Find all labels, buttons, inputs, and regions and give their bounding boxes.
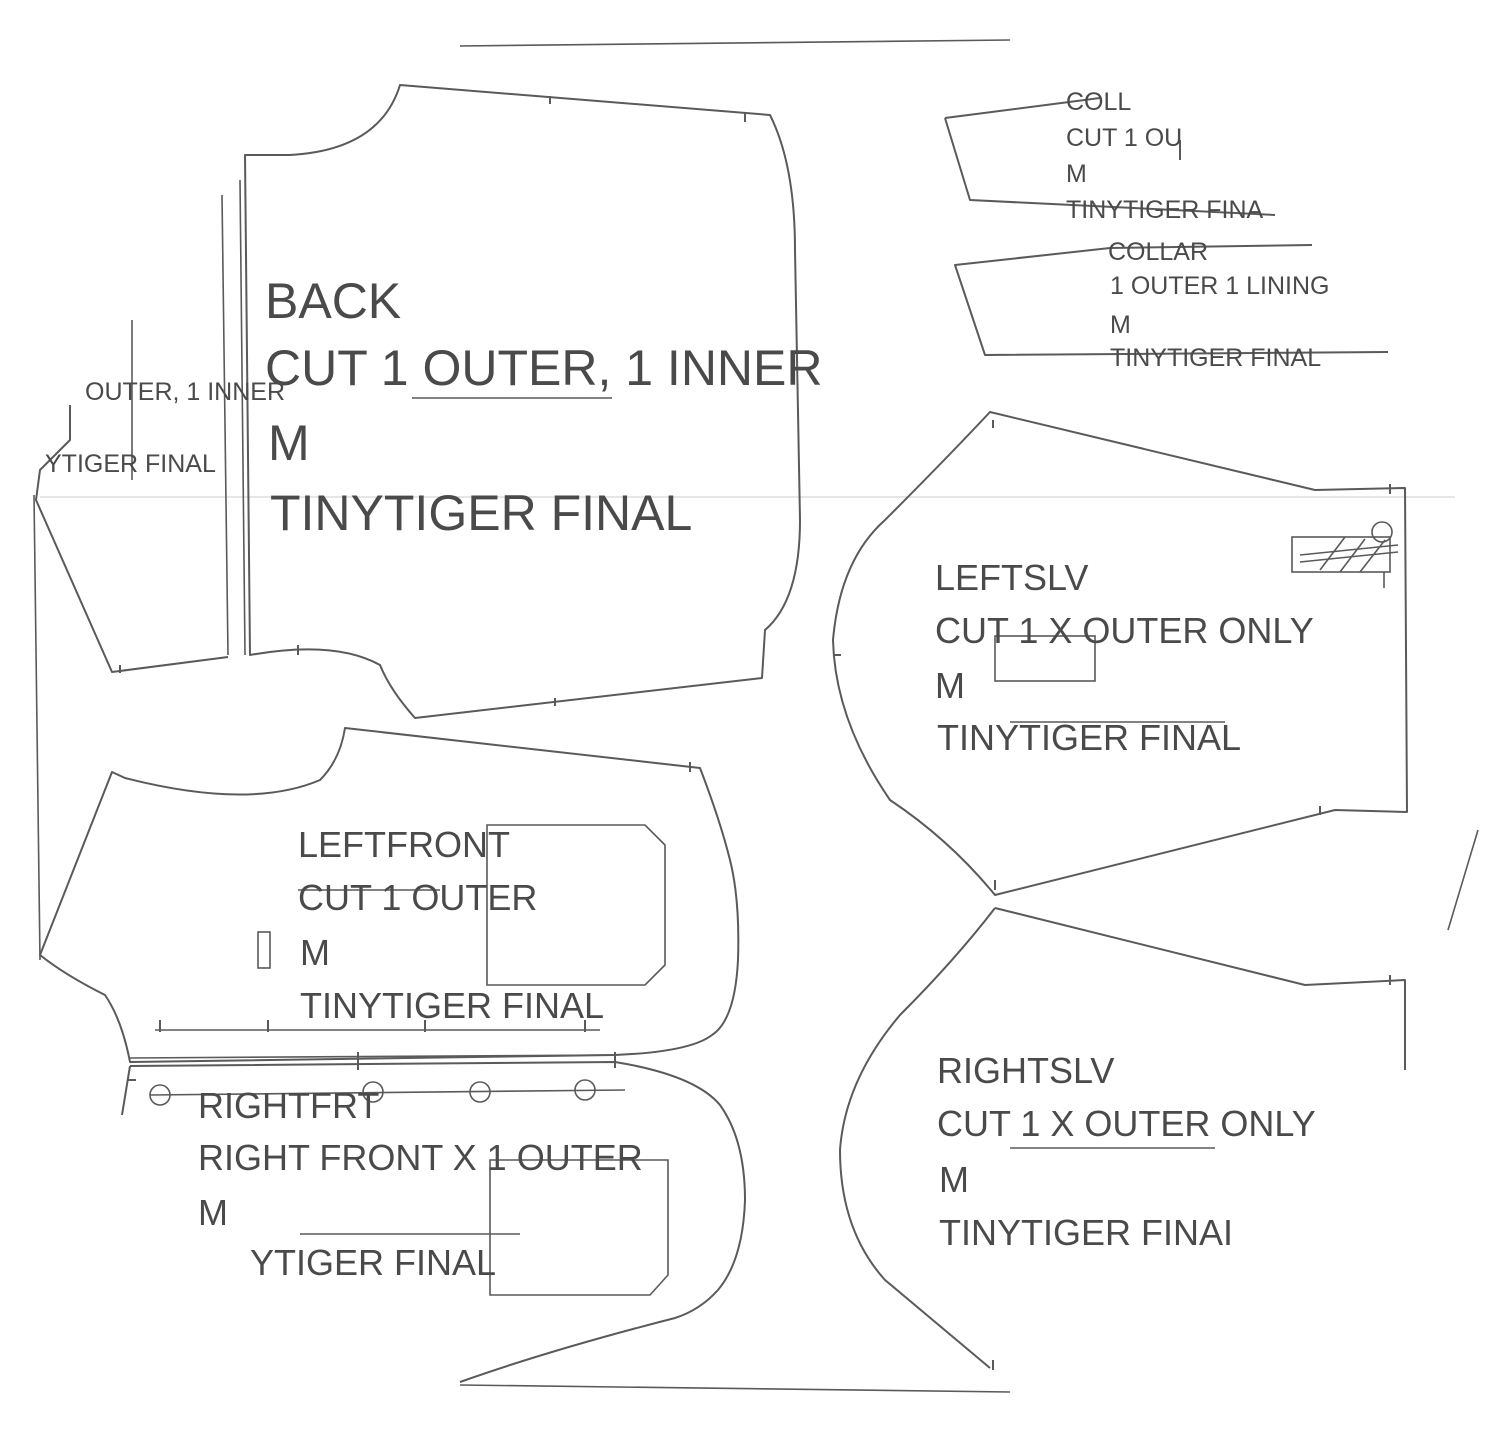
collar-top-label-cut: CUT 1 OU bbox=[1066, 124, 1182, 152]
rightfrt-piece: RIGHTFRT RIGHT FRONT X 1 OUTER M YTIGER … bbox=[121, 1052, 746, 1383]
rightfrt-button bbox=[469, 1081, 491, 1103]
sheet-edge-right-fragment bbox=[1447, 829, 1479, 931]
rightslv-label-size: M bbox=[939, 1159, 969, 1200]
rightfrt-pocket bbox=[489, 1159, 669, 1296]
rightfrt-label-pattern: YTIGER FINAL bbox=[250, 1242, 496, 1283]
leftfront-outline bbox=[39, 727, 740, 1063]
leftslv-label-size: M bbox=[935, 665, 965, 706]
leftfront-label-cut: CUT 1 OUTER bbox=[298, 877, 537, 918]
collar-top-label-size: M bbox=[1066, 160, 1087, 188]
leftfront-buttonhole bbox=[257, 931, 271, 969]
back-fold-line-2 bbox=[239, 179, 246, 656]
partial-back-label-cut: OUTER, 1 INNER bbox=[85, 378, 285, 406]
rightfrt-label-name: RIGHTFRT bbox=[198, 1085, 379, 1126]
sheet-edge-top bbox=[459, 39, 1011, 47]
collar-label-cut: 1 OUTER 1 LINING bbox=[1110, 272, 1330, 300]
rightslv-label-name: RIGHTSLV bbox=[937, 1050, 1114, 1091]
collar-outline bbox=[954, 244, 1389, 356]
rightfrt-label-size: M bbox=[198, 1192, 228, 1233]
rightfrt-button bbox=[149, 1084, 171, 1106]
rightfrt-fold-line bbox=[129, 1054, 616, 1059]
leftslv-label-pattern: TINYTIGER FINAL bbox=[937, 717, 1241, 758]
back-label-size: M bbox=[268, 415, 310, 471]
leftslv-piece: LEFTSLV CUT 1 X OUTER ONLY M TINYTIGER F… bbox=[832, 411, 1408, 896]
rightslv-label-pattern: TINYTIGER FINAI bbox=[939, 1212, 1233, 1253]
back-fold-line-1 bbox=[221, 194, 229, 656]
collar-top-label-pattern: TINYTIGER FINA bbox=[1066, 196, 1264, 224]
back-piece: BACK CUT 1 OUTER, 1 INNER M TINYTIGER FI… bbox=[221, 84, 823, 719]
leftslv-label-box bbox=[994, 635, 1096, 682]
leftfront-pocket bbox=[486, 824, 666, 986]
collar-label-name: COLLAR bbox=[1108, 238, 1208, 266]
leftslv-label-name: LEFTSLV bbox=[935, 557, 1088, 598]
collar-top-label-name: COLL bbox=[1066, 88, 1131, 116]
leftslv-label-cut: CUT 1 X OUTER ONLY bbox=[935, 610, 1314, 651]
rightfrt-button bbox=[574, 1079, 596, 1101]
leftslv-outline bbox=[832, 411, 1408, 896]
rightfrt-button bbox=[362, 1081, 384, 1103]
rightfrt-outline bbox=[121, 1061, 746, 1383]
leftfront-piece: LEFTFRONT CUT 1 OUTER M TINYTIGER FINAL bbox=[39, 727, 740, 1063]
rightfrt-label-cut: RIGHT FRONT X 1 OUTER bbox=[198, 1137, 643, 1178]
leftfront-label-pattern: TINYTIGER FINAL bbox=[300, 985, 604, 1026]
partial-back-piece: OUTER, 1 INNER YTIGER FINAL bbox=[35, 320, 285, 673]
back-label-pattern: TINYTIGER FINAL bbox=[270, 485, 692, 541]
rightslv-outline bbox=[839, 907, 1406, 1369]
rightfrt-button-line bbox=[149, 1089, 626, 1096]
leftslv-sleeve-cap-mark bbox=[1291, 521, 1399, 588]
back-outline bbox=[244, 84, 801, 719]
sheet-edge-bottom bbox=[459, 1384, 1011, 1393]
collar-label-pattern: TINYTIGER FINAL bbox=[1110, 344, 1321, 372]
collar-piece: COLLAR 1 OUTER 1 LINING M TINYTIGER FINA… bbox=[954, 238, 1389, 372]
collar-top-piece: COLL CUT 1 OU M TINYTIGER FINA bbox=[944, 88, 1276, 224]
leftfront-label-name: LEFTFRONT bbox=[298, 824, 510, 865]
back-label-name: BACK bbox=[265, 273, 401, 329]
leftfront-label-size: M bbox=[300, 932, 330, 973]
rightslv-piece: RIGHTSLV CUT 1 X OUTER ONLY M TINYTIGER … bbox=[839, 907, 1406, 1370]
back-label-cut: CUT 1 OUTER, 1 INNER bbox=[265, 340, 823, 396]
partial-back-label-pattern: YTIGER FINAL bbox=[45, 450, 216, 478]
partial-back-outline bbox=[35, 405, 229, 673]
rightslv-label-cut: CUT 1 X OUTER ONLY bbox=[937, 1103, 1316, 1144]
sheet-edge-left bbox=[33, 494, 41, 961]
collar-top-outline bbox=[944, 97, 1276, 216]
collar-label-size: M bbox=[1110, 311, 1131, 339]
